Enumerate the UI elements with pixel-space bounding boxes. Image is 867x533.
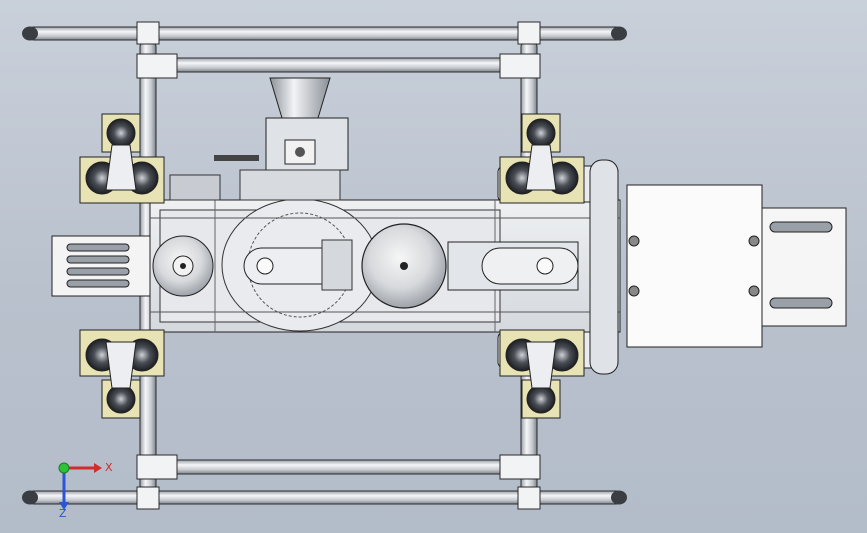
z-axis-label: Z: [59, 507, 67, 518]
orientation-triad: X Z: [58, 461, 113, 518]
intake-horn[interactable]: [169, 77, 349, 201]
y-axis-icon: [58, 462, 70, 474]
caster-rear-left-bottom[interactable]: [79, 329, 165, 419]
left-drive-pulley[interactable]: [152, 235, 214, 297]
front-cover-plate[interactable]: [626, 184, 763, 348]
front-bracket[interactable]: [761, 207, 847, 327]
central-flywheel[interactable]: [361, 223, 447, 309]
rail-end-caps: [22, 26, 627, 505]
x-axis-label: X: [105, 461, 113, 474]
caster-front-left-top[interactable]: [79, 113, 165, 204]
rear-tray[interactable]: [51, 235, 157, 297]
right-linkage-arm[interactable]: [447, 241, 579, 291]
caster-rear-right-bottom[interactable]: [499, 329, 585, 419]
caster-front-right-top[interactable]: [499, 113, 585, 204]
left-linkage-arm[interactable]: [243, 239, 353, 291]
tube-clamps: [136, 21, 541, 510]
